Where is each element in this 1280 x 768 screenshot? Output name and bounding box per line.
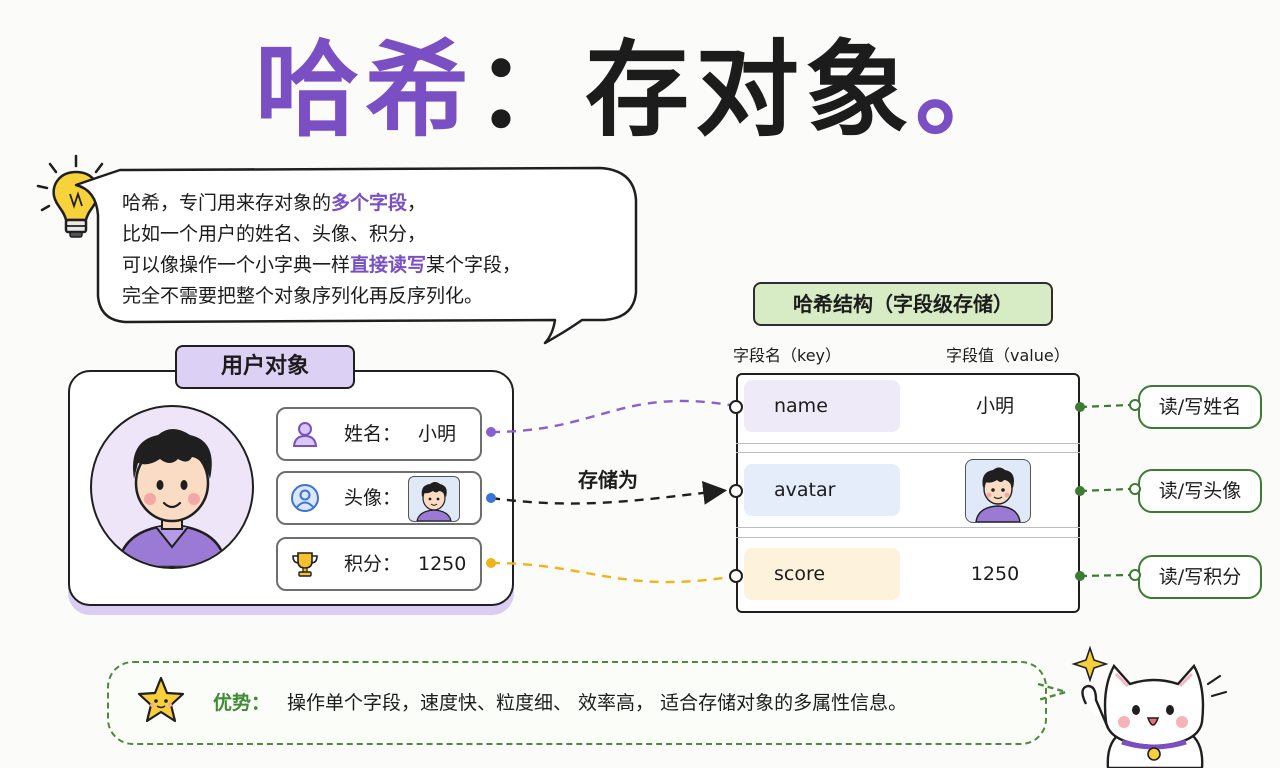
user-field-avatar: 头像： <box>276 471 482 525</box>
title-dot: 。 <box>915 29 1026 151</box>
user-field-name: 姓名： 小明 <box>276 407 482 461</box>
highlight-direct-rw: 直接读写 <box>350 254 427 276</box>
field-label: 积分： <box>344 553 402 575</box>
avatar-circle-icon <box>291 484 319 512</box>
title-colon: ： <box>474 29 585 151</box>
bubble-line-2: 比如一个用户的姓名、头像、积分， <box>122 223 427 245</box>
field-value: 小明 <box>418 423 457 445</box>
title-part2: 存对象 <box>585 29 916 151</box>
op-read-write-avatar[interactable]: 读/写头像 <box>1138 469 1262 513</box>
row-divider <box>736 527 1080 528</box>
advantage-text: 操作单个字段，速度快、粒度细、 效率高， 适合存储对象的多属性信息。 <box>287 692 908 714</box>
boy-avatar-icon <box>116 429 228 567</box>
op-read-write-score[interactable]: 读/写积分 <box>1138 555 1262 599</box>
row-divider <box>736 452 1080 453</box>
row-divider <box>736 537 1080 538</box>
op-read-write-name[interactable]: 读/写姓名 <box>1138 385 1262 429</box>
page-title: 哈希：存对象。 <box>0 30 1280 150</box>
advantage-box <box>107 661 1047 745</box>
hash-key-avatar: avatar <box>744 464 900 516</box>
bubble-line-1: 哈希，专门用来存对象的多个字段， <box>122 192 427 214</box>
title-part1: 哈希 <box>254 29 475 151</box>
user-object-tag: 用户对象 <box>175 345 355 389</box>
column-header-key: 字段名（key） <box>733 346 842 365</box>
highlight-multi-fields: 多个字段 <box>331 192 408 214</box>
cat-mascot-icon <box>1071 645 1228 768</box>
bubble-text: 哈希，专门用来存对象的多个字段， 比如一个用户的姓名、头像、积分， 可以像操作一… <box>122 188 642 312</box>
field-label: 头像： <box>344 487 402 509</box>
person-icon <box>292 422 318 447</box>
field-value: 1250 <box>418 553 467 575</box>
trophy-icon <box>292 552 318 577</box>
user-avatar <box>90 405 254 569</box>
hash-value-avatar <box>965 459 1031 523</box>
hash-key-name: name <box>744 380 900 432</box>
bubble-line-3: 可以像操作一个小字典一样直接读写某个字段， <box>122 254 522 276</box>
row-divider <box>736 443 1080 444</box>
mini-avatar-image <box>408 476 460 522</box>
boy-avatar-icon <box>975 467 1021 522</box>
hash-value-name: 小明 <box>975 395 1014 417</box>
hash-key-score: score <box>744 548 900 600</box>
hash-value-score: 1250 <box>970 563 1020 585</box>
hash-structure-tag: 哈希结构（字段级存储） <box>753 282 1053 326</box>
column-header-value: 字段值（value） <box>946 346 1070 365</box>
bubble-line-4: 完全不需要把整个对象序列化再反序列化。 <box>122 285 484 307</box>
store-as-label: 存储为 <box>578 468 638 492</box>
boy-avatar-icon <box>416 482 452 521</box>
star-icon <box>137 676 185 723</box>
advantage-title: 优势： <box>213 692 271 714</box>
user-field-score: 积分： 1250 <box>276 537 482 591</box>
field-label: 姓名： <box>344 423 402 445</box>
